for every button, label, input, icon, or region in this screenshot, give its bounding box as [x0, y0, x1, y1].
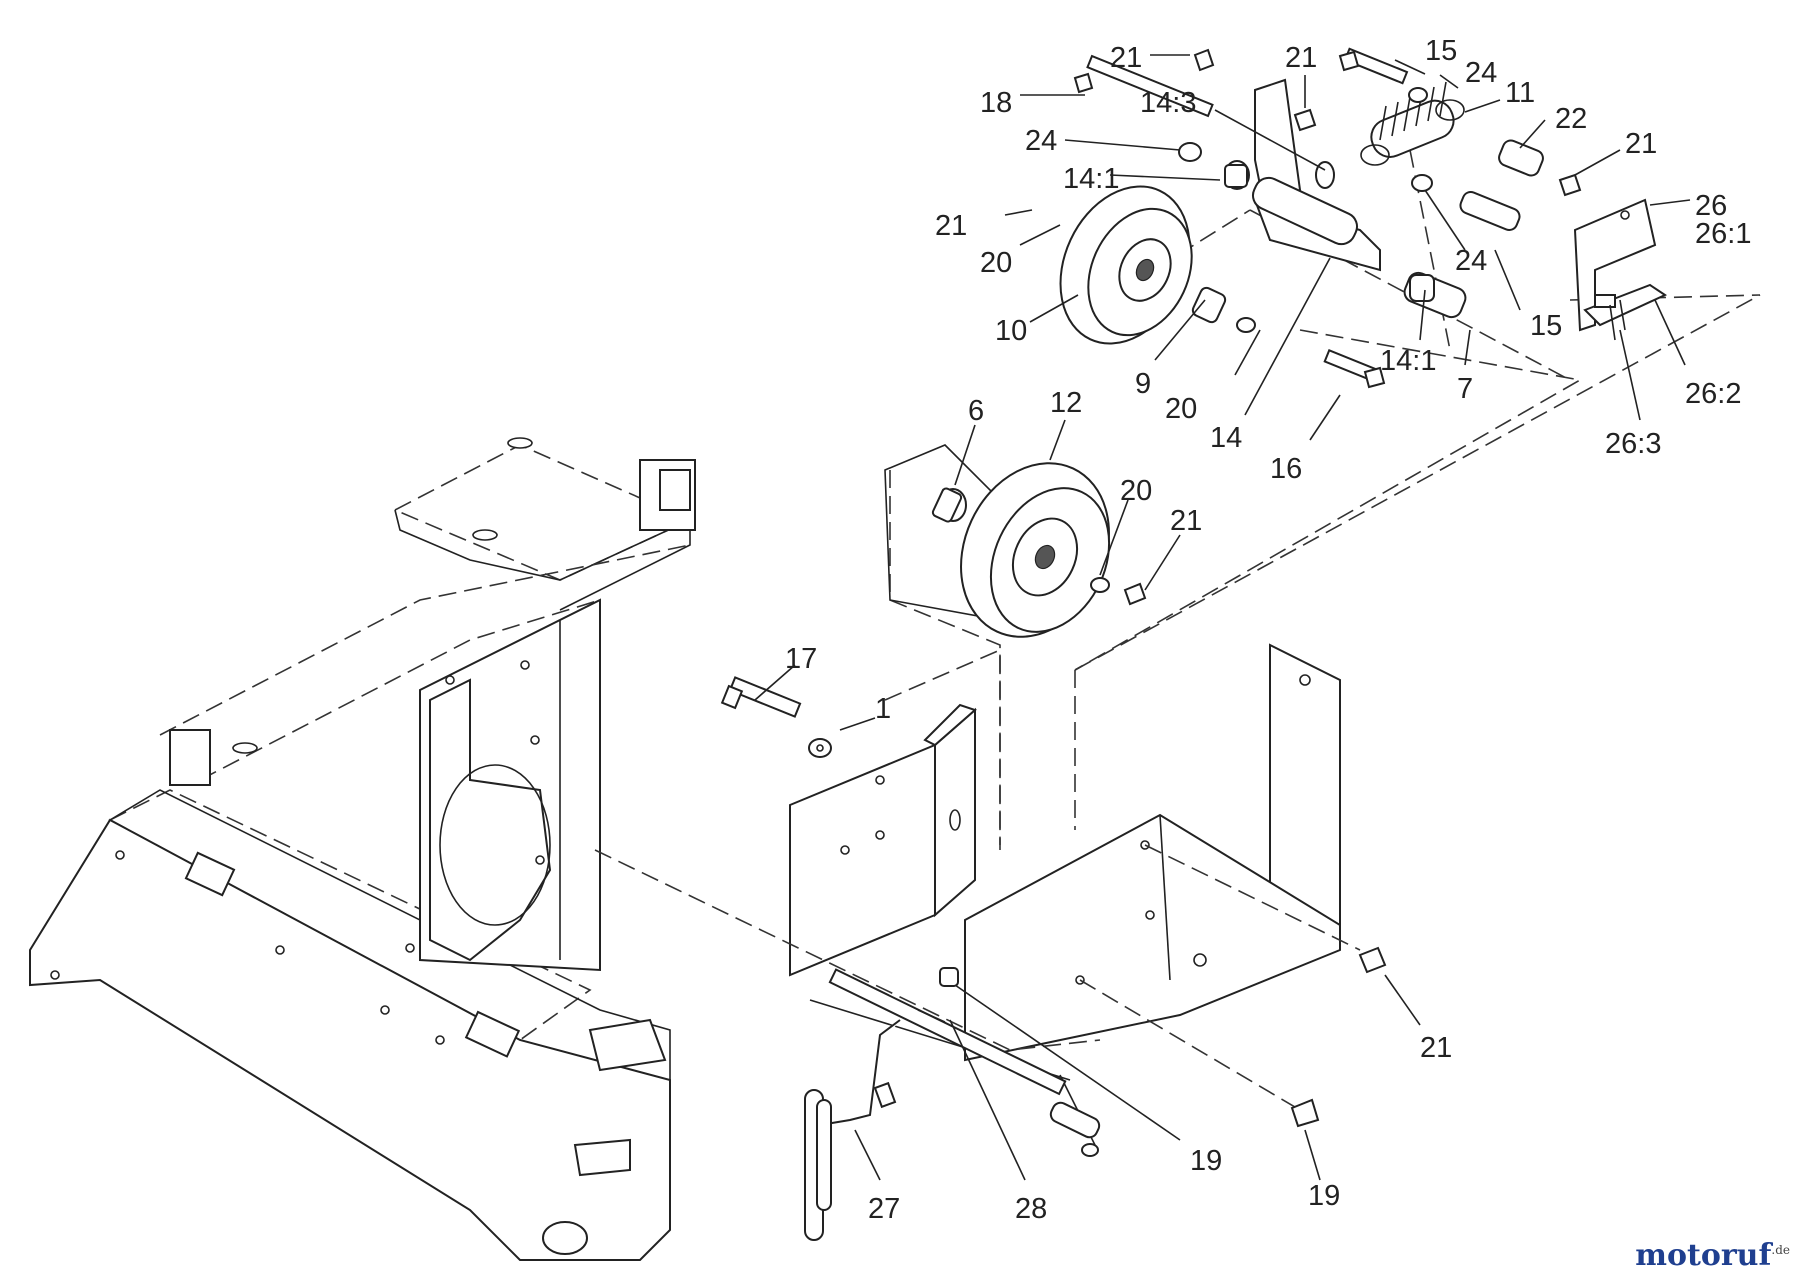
- label-22: 22: [1555, 103, 1587, 135]
- label-6: 6: [968, 395, 984, 427]
- label-1: 1: [875, 693, 891, 725]
- label-20: 20: [1120, 475, 1152, 507]
- label-26-2: 26:2: [1685, 378, 1741, 410]
- label-14-3: 14:3: [1140, 87, 1196, 119]
- lower-linkage: [804, 967, 1101, 1241]
- label-20: 20: [1165, 393, 1197, 425]
- label-16: 16: [1270, 453, 1302, 485]
- label-27: 27: [868, 1193, 900, 1225]
- label-11: 11: [1505, 77, 1535, 109]
- watermark-logo: motoruf.de: [1635, 1238, 1790, 1273]
- label-17: 17: [785, 643, 817, 675]
- label-14-1: 14:1: [1063, 163, 1119, 195]
- label-21: 21: [1170, 505, 1202, 537]
- label-15: 15: [1530, 310, 1562, 342]
- label-21: 21: [1285, 42, 1317, 74]
- spring-11: [1360, 81, 1465, 166]
- label-7: 7: [1457, 373, 1473, 405]
- leader-lines: [754, 54, 1691, 1181]
- label-12: 12: [1050, 387, 1082, 419]
- label-28: 28: [1015, 1193, 1047, 1225]
- pulley-12-assembly: [884, 444, 1147, 638]
- part-labels: 21 21 15 24 11 18 14:3 24 22 21 14:1 26 …: [785, 35, 1751, 1225]
- label-21: 21: [1420, 1032, 1452, 1064]
- label-21: 21: [935, 210, 967, 242]
- bracket-26: [1573, 198, 1668, 341]
- label-14: 14: [1210, 422, 1242, 454]
- label-9: 9: [1135, 368, 1151, 400]
- right-bracket: [964, 643, 1387, 1128]
- label-26-3: 26:3: [1605, 428, 1661, 460]
- label-20: 20: [980, 247, 1012, 279]
- label-21: 21: [1625, 128, 1657, 160]
- main-frame: [29, 437, 696, 1261]
- label-26-1: 26:1: [1695, 218, 1751, 250]
- label-15: 15: [1425, 35, 1457, 67]
- label-24: 24: [1025, 125, 1057, 157]
- watermark-suffix: .de: [1771, 1243, 1790, 1257]
- label-19: 19: [1308, 1180, 1340, 1212]
- label-21: 21: [1110, 42, 1142, 74]
- label-19: 19: [1190, 1145, 1222, 1177]
- label-26: 26: [1695, 190, 1727, 222]
- watermark-brand: motoruf: [1635, 1238, 1772, 1273]
- label-14-1: 14:1: [1380, 345, 1436, 377]
- center-plate: [720, 648, 1001, 977]
- label-10: 10: [995, 315, 1027, 347]
- label-24: 24: [1465, 57, 1497, 89]
- label-18: 18: [980, 87, 1012, 119]
- label-24: 24: [1455, 245, 1487, 277]
- idler-arm-assembly: [1059, 47, 1582, 389]
